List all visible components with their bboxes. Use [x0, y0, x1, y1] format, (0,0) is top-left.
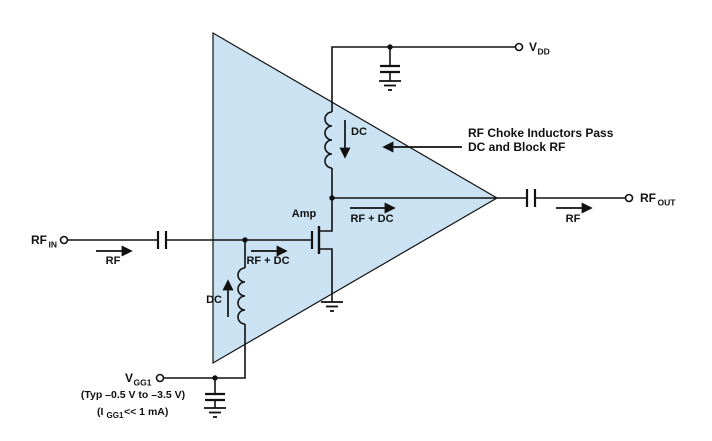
- junction-dot: [387, 44, 393, 50]
- wires: [68, 46, 625, 408]
- labels: V DD RF OUT RF IN V GG1 Amp DC DC RF RF …: [31, 40, 676, 420]
- vgg1-ground-symbol: [204, 407, 226, 418]
- source-lead: [319, 248, 333, 302]
- dc-bottom-label: DC: [206, 294, 222, 306]
- junction-dot: [329, 195, 335, 201]
- vgg1-note-current-post: << 1 mA): [124, 406, 168, 418]
- rf-in-label-sub: IN: [49, 240, 58, 250]
- junction-dot: [242, 237, 248, 243]
- output-coupling-capacitor: [525, 189, 537, 207]
- vdd-rail-wire: [331, 46, 515, 112]
- rf-out-label-sub: OUT: [658, 198, 677, 208]
- rf-dc-out-flow-label: RF + DC: [350, 213, 393, 225]
- rf-in-terminal: [59, 235, 69, 245]
- flow-arrows: [96, 120, 593, 317]
- vdd-terminal: [514, 42, 524, 52]
- rf-out-label: RF: [640, 191, 656, 205]
- drain-lead: [319, 198, 333, 232]
- dc-top-label: DC: [351, 126, 367, 138]
- vdd-ground-symbol: [379, 80, 401, 91]
- source-ground-symbol: [321, 301, 343, 312]
- rf-choke-inductor-top: [324, 111, 333, 169]
- vgg1-note-current-sub: GG1: [107, 411, 124, 420]
- junction-dot: [212, 375, 218, 381]
- amp-label: Amp: [292, 208, 317, 220]
- vgg1-note-typ: (Typ –0.5 V to –3.5 V): [81, 389, 185, 401]
- vdd-bypass-capacitor: [380, 64, 400, 74]
- vgg1-note-current-pre: (I: [97, 406, 103, 418]
- rf-choke-inductor-bottom: [237, 267, 246, 325]
- rf-in-label: RF: [31, 233, 47, 247]
- vgg1-bypass-capacitor: [205, 392, 225, 402]
- vdd-label-sub: DD: [538, 47, 550, 57]
- vdd-label: V: [529, 40, 537, 54]
- input-coupling-capacitor: [156, 231, 168, 249]
- vgg1-terminal: [155, 373, 165, 383]
- vgg1-wire: [164, 324, 246, 379]
- choke-note-line1: RF Choke Inductors Pass: [468, 126, 614, 140]
- rf-in-flow-label: RF: [106, 255, 121, 267]
- junction-dots: [212, 44, 393, 381]
- vgg1-label-sub: GG1: [134, 378, 152, 388]
- choke-note-line2: DC and Block RF: [468, 140, 565, 154]
- rf-dc-in-flow-label: RF + DC: [246, 255, 289, 267]
- rf-out-flow-label: RF: [566, 213, 581, 225]
- vgg1-label: V: [125, 371, 133, 385]
- fet-transistor-symbol: [310, 226, 321, 254]
- rf-out-terminal: [624, 193, 634, 203]
